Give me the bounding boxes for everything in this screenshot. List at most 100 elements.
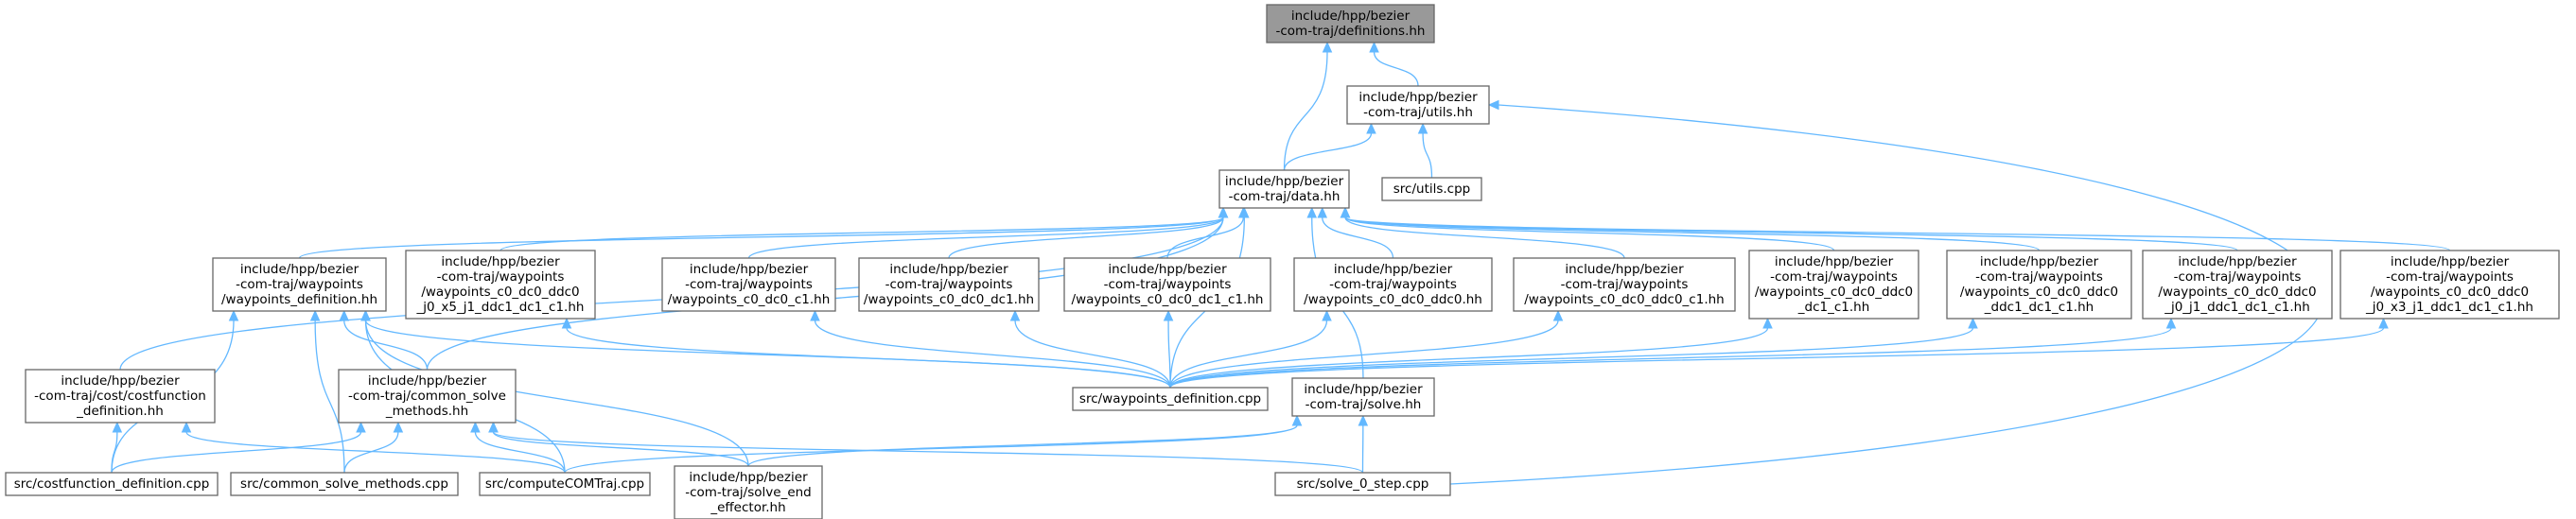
node-label-line: src/utils.cpp (1393, 182, 1471, 197)
node-box (1218, 169, 1350, 209)
node-utils-hh[interactable]: include/hpp/bezier-com-traj/utils.hh (1346, 85, 1490, 125)
edge-costfn_cpp-to-costfn_hh (111, 431, 118, 474)
node-label-line: include/hpp/bezier (1334, 262, 1453, 277)
edge-arrowhead (488, 421, 499, 433)
node-box (1072, 387, 1269, 411)
edge-common_cpp-to-common_hh (343, 431, 399, 474)
edge-arrowhead (1366, 122, 1376, 134)
node-compute-cpp[interactable]: src/computeCOMTraj.cpp (479, 472, 651, 496)
node-label-line: /waypoints_c0_dc0_ddc0 (2158, 285, 2316, 300)
node-label-line: _j0_j1_ddc1_dc1_c1.hh (2164, 300, 2310, 315)
node-box (405, 250, 596, 320)
node-label-line: /waypoints_c0_dc0_ddc0_c1.hh (1524, 292, 1724, 307)
node-solve-end[interactable]: include/hpp/bezier-com-traj/solve_end_ef… (674, 465, 823, 519)
node-wp-dc1[interactable]: include/hpp/bezier-com-traj/waypoints/wa… (858, 257, 1040, 312)
node-label-line: include/hpp/bezier (1565, 262, 1684, 277)
node-label-line: -com-traj/waypoints (236, 277, 363, 292)
node-label-line: /waypoints_c0_dc0_dc1_c1.hh (1072, 292, 1264, 307)
node-box (1748, 250, 1919, 320)
node-label-line: /waypoints_definition.hh (221, 292, 377, 307)
node-label-line: -com-traj/waypoints (2174, 269, 2302, 285)
node-label-line: -com-traj/waypoints (1104, 277, 1232, 292)
node-wp-j0j1[interactable]: include/hpp/bezier-com-traj/waypoints/wa… (2142, 250, 2333, 320)
node-box (25, 369, 216, 424)
node-common-hh[interactable]: include/hpp/bezier-com-traj/common_solve… (338, 369, 517, 424)
edge-wp_ddc0_dc1_c1-to-data_hh (1344, 216, 1835, 251)
node-wp-ddc0[interactable]: include/hpp/bezier-com-traj/waypoints/wa… (1293, 257, 1493, 312)
node-label-line: /waypoints_c0_dc0_ddc0 (1755, 285, 1913, 300)
node-utils-cpp[interactable]: src/utils.cpp (1381, 177, 1482, 201)
node-wp-dc1-c1[interactable]: include/hpp/bezier-com-traj/waypoints/wa… (1063, 257, 1271, 312)
edge-wp_dc1-to-data_hh (948, 216, 1224, 259)
node-wp-x3[interactable]: include/hpp/bezier-com-traj/waypoints/wa… (2339, 250, 2560, 320)
edge-data_hh-to-utils_hh (1283, 132, 1373, 171)
edge-arrowhead (228, 309, 239, 321)
edge-wp_ddc0-to-data_hh (1322, 216, 1394, 259)
node-wp-ddc0-dc1-c1[interactable]: include/hpp/bezier-com-traj/waypoints/wa… (1748, 250, 1919, 320)
node-label-line: _j0_x5_j1_ddc1_dc1_c1.hh (416, 300, 585, 315)
node-label-line: -com-traj/utils.hh (1363, 105, 1473, 120)
node-label-line: -com-traj/waypoints (1975, 269, 2103, 285)
node-label-line: _methods.hh (385, 404, 468, 419)
node-costfn-hh[interactable]: include/hpp/bezier-com-traj/cost/costfun… (25, 369, 216, 424)
node-label-line: include/hpp/bezier (690, 262, 809, 277)
node-label-line: include/hpp/bezier (1291, 9, 1411, 24)
node-label-line: include/hpp/bezier (240, 262, 359, 277)
node-label-line: include/hpp/bezier (2391, 254, 2510, 269)
node-label-line: -com-traj/solve_end (685, 485, 812, 500)
node-defs[interactable]: include/hpp/bezier-com-traj/definitions.… (1266, 4, 1435, 43)
node-common-cpp[interactable]: src/common_solve_methods.cpp (230, 472, 459, 496)
node-label-line: -com-traj/waypoints (1329, 277, 1457, 292)
node-label-line: src/computeCOMTraj.cpp (485, 476, 644, 492)
node-box (338, 369, 517, 424)
edge-wp_def_cpp-to-wp_dc1 (1014, 320, 1171, 389)
edge-wp_def_cpp-to-wp_ddc0_c1 (1169, 320, 1559, 389)
node-costfn-cpp[interactable]: src/costfunction_definition.cpp (5, 472, 219, 496)
edge-arrowhead (1239, 206, 1250, 218)
edge-wp_ddc0_c1-to-data_hh (1344, 216, 1625, 259)
edge-arrowhead (339, 309, 350, 321)
edge-arrowhead (1317, 206, 1328, 218)
node-wp-def-cpp[interactable]: src/waypoints_definition.cpp (1072, 387, 1269, 411)
edge-arrowhead (561, 317, 572, 329)
node-wp-x5[interactable]: include/hpp/bezier-com-traj/waypoints/wa… (405, 250, 596, 320)
edge-arrowhead (1218, 206, 1229, 218)
node-label-line: -com-traj/waypoints (685, 277, 813, 292)
edge-solve_end-to-solve_hh (747, 424, 1298, 467)
edge-common_cpp-to-wp_def_hh (314, 320, 345, 474)
node-solve0-cpp[interactable]: src/solve_0_step.cpp (1274, 472, 1451, 496)
node-box (674, 465, 823, 519)
node-label-line: include/hpp/bezier (441, 254, 560, 269)
node-box (2142, 250, 2333, 320)
node-label-line: /waypoints_c0_dc0_ddc0 (1960, 285, 2118, 300)
node-label-line: _j0_x3_j1_ddc1_dc1_c1.hh (2365, 300, 2533, 315)
edge-wp_def_cpp-to-wp_j0j1 (1169, 327, 2172, 389)
node-wp-ddc0-c1[interactable]: include/hpp/bezier-com-traj/waypoints/wa… (1513, 257, 1736, 312)
node-label-line: src/solve_0_step.cpp (1297, 476, 1429, 492)
edge-arrowhead (360, 309, 371, 321)
node-wp-ddc1[interactable]: include/hpp/bezier-com-traj/waypoints/wa… (1946, 250, 2132, 320)
node-wp-c1[interactable]: include/hpp/bezier-com-traj/waypoints/wa… (661, 257, 836, 312)
node-label-line: /waypoints_c0_dc0_ddc0.hh (1304, 292, 1482, 307)
edge-wp_def_cpp-to-wp_x5 (566, 327, 1171, 389)
node-label-line: src/costfunction_definition.cpp (14, 476, 210, 492)
edge-wp_def_cpp-to-wp_c1 (814, 320, 1171, 389)
edge-arrowhead (1322, 309, 1332, 321)
edge-arrowhead (1306, 206, 1317, 218)
edge-wp_j0j1-to-data_hh (1344, 216, 2238, 251)
node-box (1381, 177, 1482, 201)
node-box (5, 472, 219, 496)
edge-wp_c1-to-data_hh (747, 216, 1224, 259)
node-data-hh[interactable]: include/hpp/bezier-com-traj/data.hh (1218, 169, 1350, 209)
node-solve-hh[interactable]: include/hpp/bezier-com-traj/solve.hh (1291, 377, 1435, 417)
node-label-line: -com-traj/waypoints (1770, 269, 1898, 285)
edge-arrowhead (470, 421, 481, 433)
node-label-line: /waypoints_c0_dc0_c1.hh (668, 292, 831, 307)
node-label-line: -com-traj/definitions.hh (1276, 24, 1426, 39)
node-label-line: src/waypoints_definition.cpp (1079, 391, 1261, 407)
edge-arrowhead (356, 421, 366, 433)
node-label-line: include/hpp/bezier (1980, 254, 2099, 269)
node-label-line: -com-traj/solve.hh (1306, 397, 1422, 412)
edge-wp_def_cpp-to-wp_dc1_c1 (1167, 320, 1171, 389)
node-wp-def-hh[interactable]: include/hpp/bezier-com-traj/waypoints/wa… (212, 257, 387, 312)
